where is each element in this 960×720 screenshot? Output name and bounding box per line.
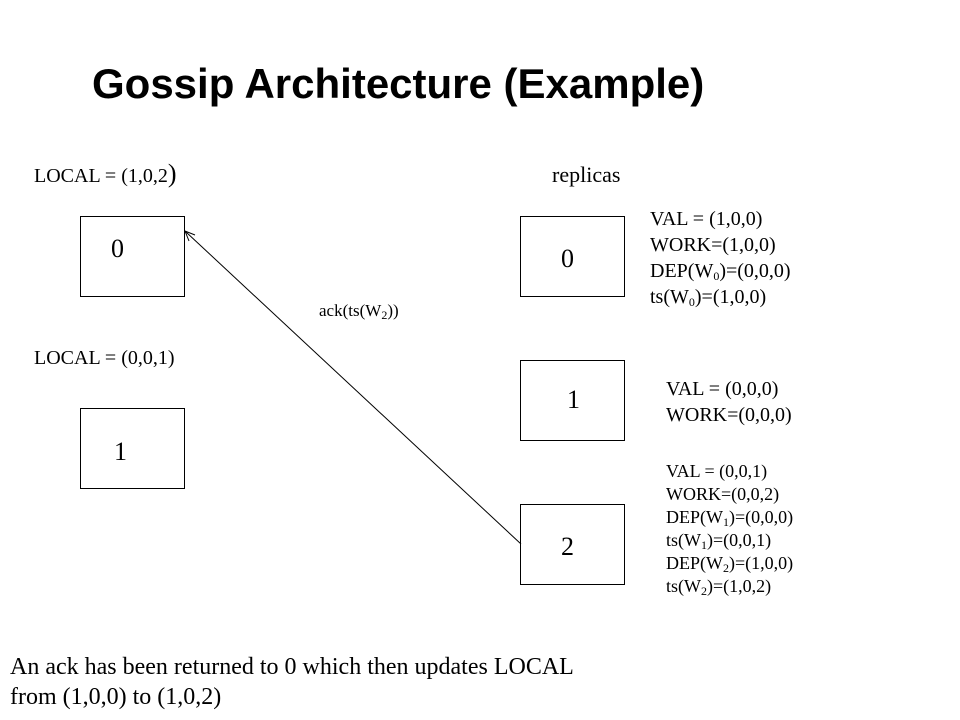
fe0-local-label: LOCAL = (1,0,2) xyxy=(34,159,177,188)
front-end-0-box: 0 xyxy=(80,216,185,297)
ack-arrow-line xyxy=(185,231,522,545)
replica-0-work: WORK=(1,0,0) xyxy=(650,234,776,256)
replica-2-ts-w1: ts(W1)=(0,0,1) xyxy=(666,530,772,552)
replica-0-val: VAL = (1,0,0) xyxy=(650,208,763,230)
fe1-local-label: LOCAL = (0,0,1) xyxy=(34,347,175,369)
replicas-heading: replicas xyxy=(552,162,621,187)
replica-0-ts-w0: ts(W0)=(1,0,0) xyxy=(650,286,767,309)
replica-2-dep-w2: DEP(W2)=(1,0,0) xyxy=(666,553,794,575)
replica-0-dep-w0: DEP(W0)=(0,0,0) xyxy=(650,260,791,283)
page-title: Gossip Architecture (Example) xyxy=(92,60,705,107)
ack-arrowhead-icon xyxy=(184,230,196,242)
replica-0-number: 0 xyxy=(561,244,574,273)
replica-0-box: 0 xyxy=(520,216,625,297)
fe0-local-paren: ) xyxy=(167,159,177,188)
replica-2-ts-w2: ts(W2)=(1,0,2) xyxy=(666,576,772,598)
replica-1-box: 1 xyxy=(520,360,625,441)
replica-1-val: VAL = (0,0,0) xyxy=(666,378,779,400)
replica-1-state: VAL = (0,0,0) WORK=(0,0,0) xyxy=(666,376,792,428)
replica-2-dep-w1: DEP(W1)=(0,0,0) xyxy=(666,507,794,529)
front-end-1-box: 1 xyxy=(80,408,185,489)
caption-line-2: from (1,0,0) to (1,0,2) xyxy=(10,684,222,710)
caption: An ack has been returned to 0 which then… xyxy=(10,652,574,712)
replica-1-work: WORK=(0,0,0) xyxy=(666,404,792,426)
replica-1-number: 1 xyxy=(567,385,580,414)
ack-label: ack(ts(W2)) xyxy=(319,301,399,322)
fe0-local-text: LOCAL = (1,0,2 xyxy=(34,165,168,187)
front-end-1-number: 1 xyxy=(114,437,127,466)
replica-0-state: VAL = (1,0,0) WORK=(1,0,0) DEP(W0)=(0,0,… xyxy=(650,206,791,310)
replica-2-box: 2 xyxy=(520,504,625,585)
replica-2-val: VAL = (0,0,1) xyxy=(666,461,768,481)
replica-2-number: 2 xyxy=(561,532,574,561)
replica-2-state: VAL = (0,0,1) WORK=(0,0,2) DEP(W1)=(0,0,… xyxy=(666,460,793,598)
caption-line-1: An ack has been returned to 0 which then… xyxy=(10,654,574,680)
front-end-0-number: 0 xyxy=(111,234,124,263)
replica-2-work: WORK=(0,0,2) xyxy=(666,484,780,504)
